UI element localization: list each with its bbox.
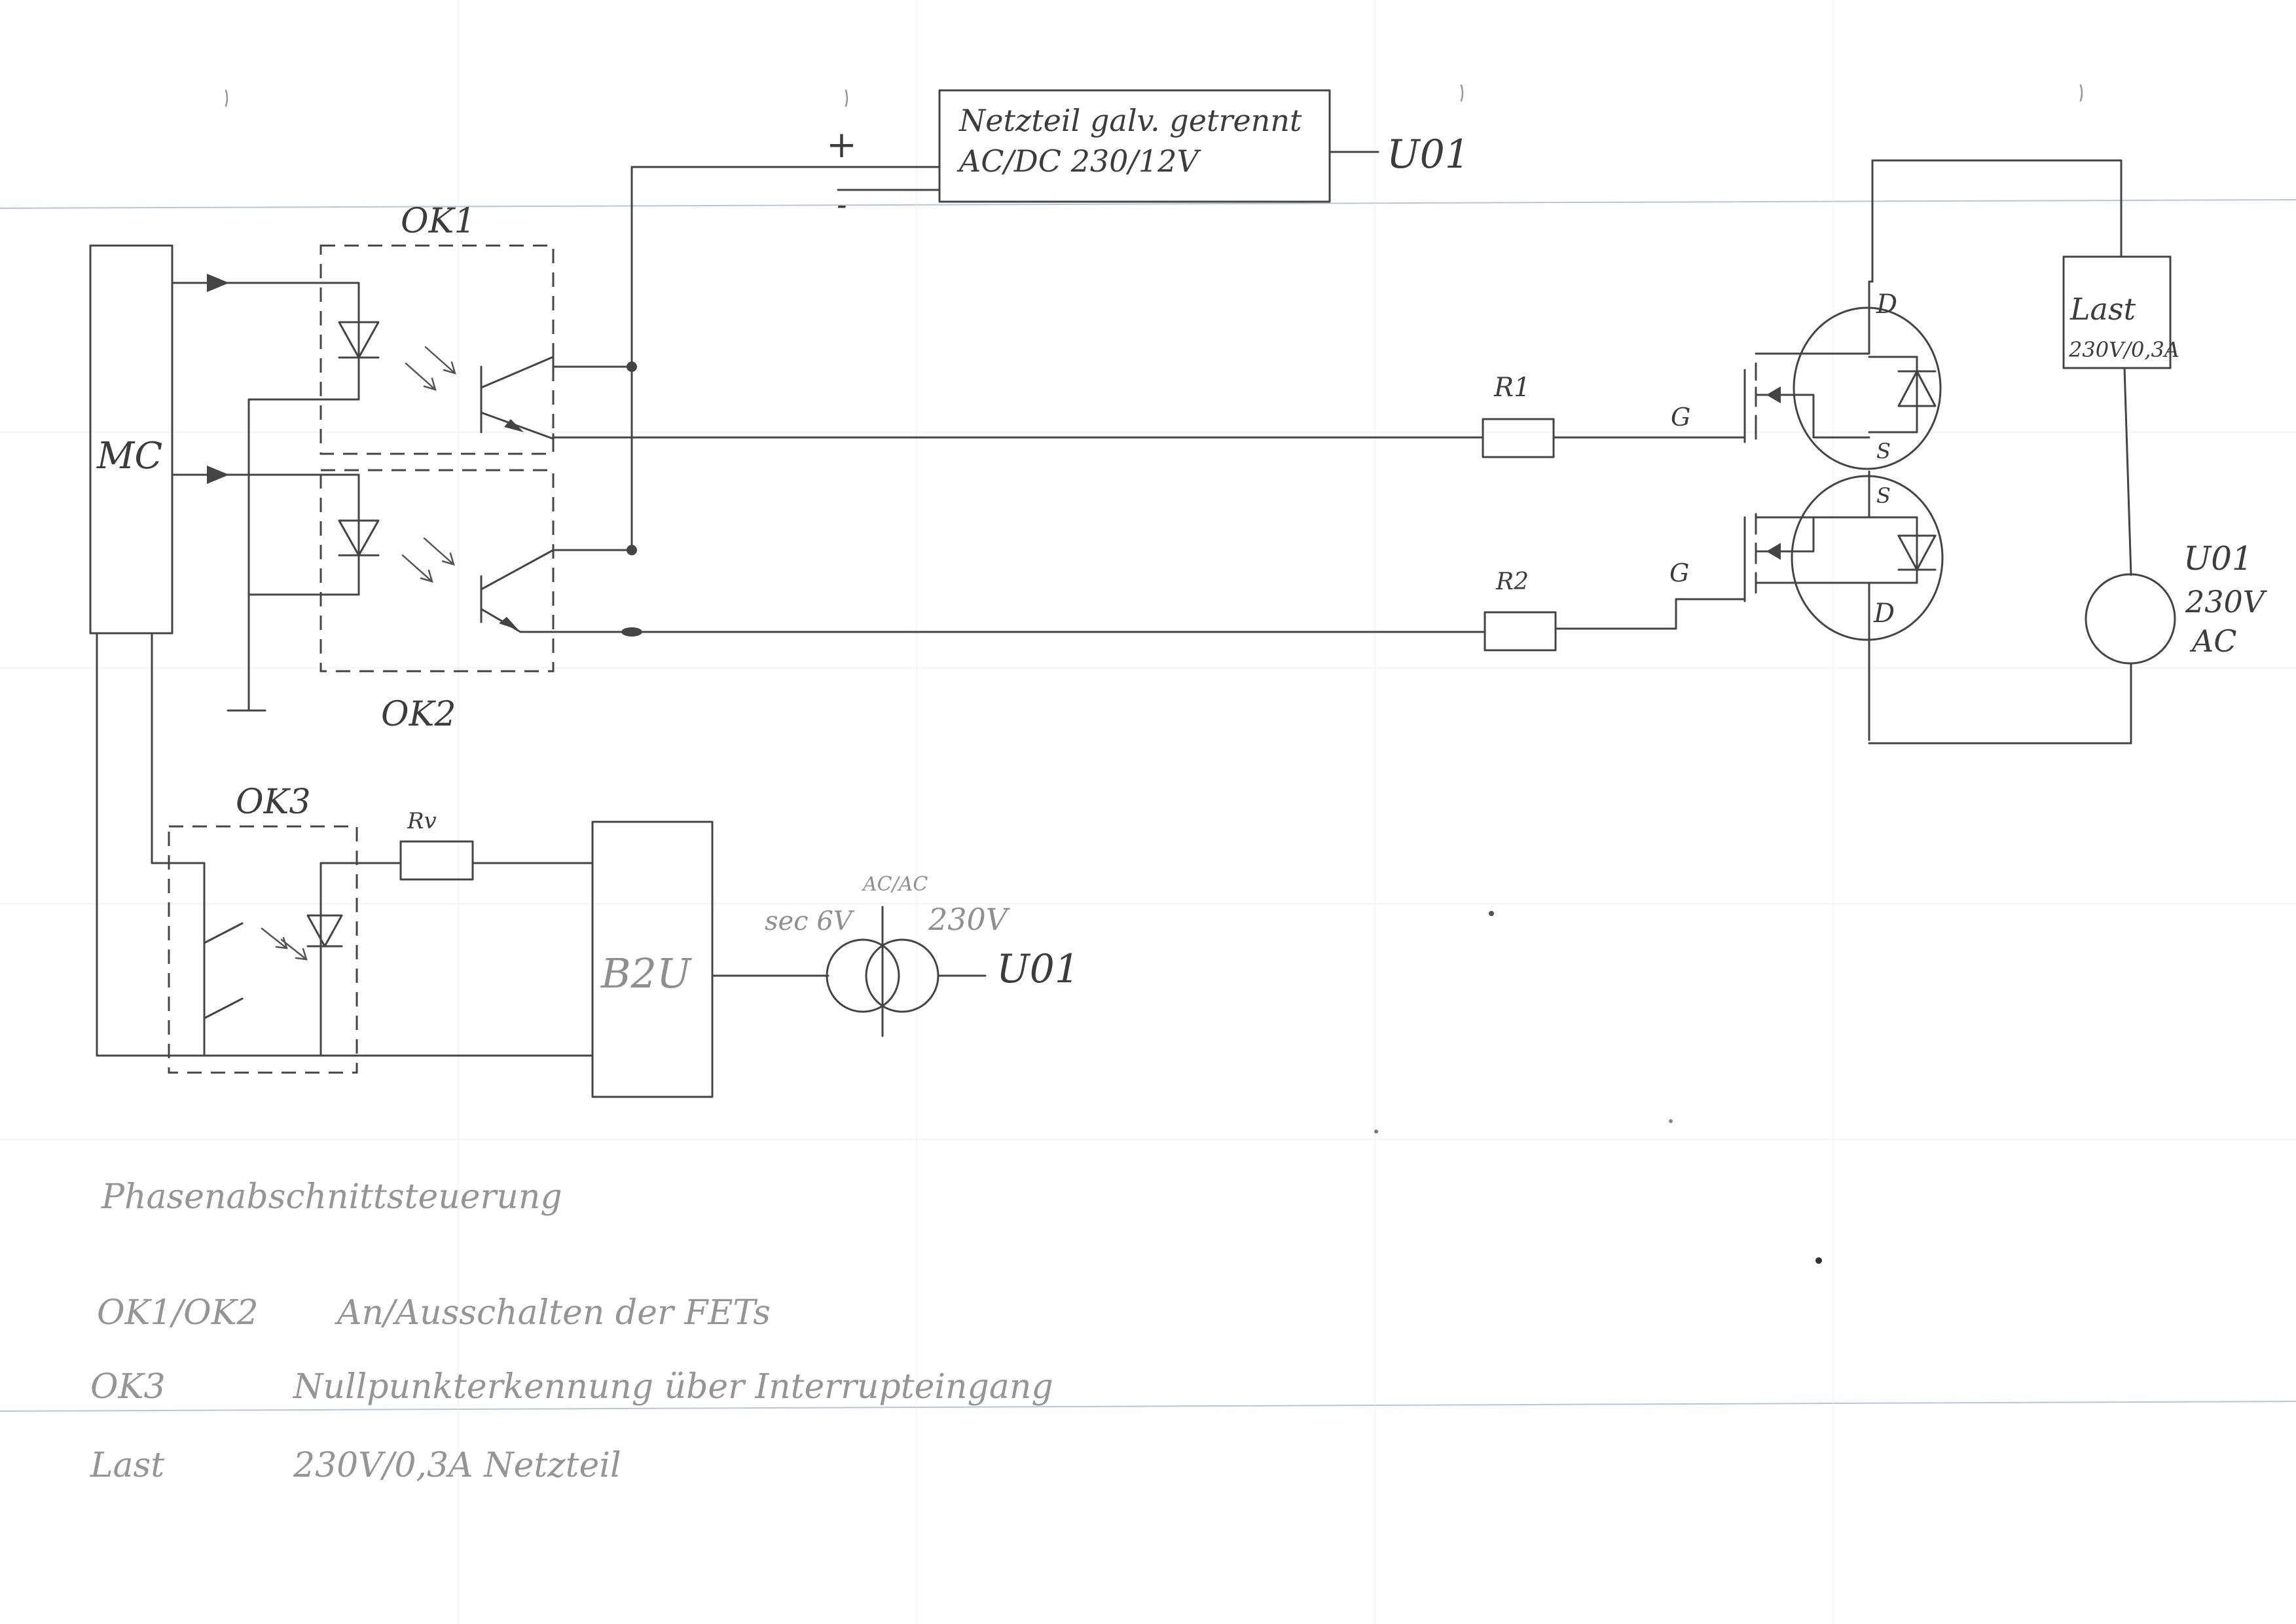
optocoupler-ok2: OK2 — [247, 469, 633, 734]
drain-label-top: D — [1876, 289, 1897, 320]
drain-label-bottom: D — [1873, 599, 1895, 629]
psu-output-label: U01 — [1387, 132, 1470, 177]
notes-row-2-text: Nullpunkterkennung über Interrupteingang — [292, 1367, 1053, 1407]
source-type: AC — [2189, 623, 2236, 659]
microcontroller-label: MC — [96, 435, 162, 477]
optocoupler-ok3: OK3 — [96, 632, 594, 1074]
psu-label-line2: AC/DC 230/12V — [957, 143, 1201, 179]
psu-minus-label: - — [837, 187, 847, 222]
psu-plus-label: + — [826, 124, 857, 166]
notes-row-1-key: OK1/OK2 — [97, 1293, 259, 1333]
source-name: U01 — [2183, 540, 2253, 578]
source-label-top: S — [1876, 439, 1891, 464]
trafo-output-label: U01 — [996, 946, 1080, 992]
optocoupler-ok1: OK1 — [227, 202, 633, 712]
notes: Phasenabschnittsteuerung OK1/OK2 An/Auss… — [90, 1177, 1053, 1485]
supply-rail — [552, 166, 1486, 637]
ok1-label: OK1 — [401, 202, 476, 241]
notes-row-3-key: Last — [90, 1446, 164, 1485]
trafo-secondary: sec 6V — [765, 906, 855, 936]
trafo-primary: 230V — [928, 902, 1011, 937]
source-voltage: 230V — [2185, 584, 2268, 619]
psu-label-line1: Netzteil galv. getrennt — [958, 103, 1302, 138]
microcontroller: MC — [89, 244, 322, 635]
b2u-label: B2U — [600, 950, 692, 997]
mosfet-bottom: S D — [1743, 470, 1944, 741]
notes-row-3-text: 230V/0,3A Netzteil — [293, 1446, 621, 1485]
source-label-bottom: S — [1876, 483, 1891, 508]
gate-label-bottom: G — [1669, 559, 1689, 587]
r1-label: R1 — [1493, 373, 1531, 403]
gate-resistor-r2: R2 G — [1484, 559, 1746, 652]
r2-label: R2 — [1495, 568, 1529, 595]
ok3-label: OK3 — [236, 783, 311, 822]
trafo-type: AC/AC — [861, 873, 928, 896]
output-arrow-2 — [207, 466, 229, 484]
transformer: sec 6V AC/AC 230V U01 — [765, 873, 1080, 1037]
load-title: Last — [2069, 291, 2136, 327]
output-arrow-1 — [207, 274, 229, 292]
ok2-label: OK2 — [381, 695, 456, 734]
mosfet-top: D S — [1743, 280, 1942, 470]
load-rating: 230V/0,3A — [2068, 337, 2179, 362]
gate-label-top: G — [1671, 403, 1690, 432]
power-supply: Netzteil galv. getrennt AC/DC 230/12V U0… — [794, 89, 1470, 222]
gate-resistor-r1: R1 G — [1482, 373, 1746, 458]
series-resistor-rv: Rv — [399, 808, 594, 881]
stray-dots — [1374, 911, 1822, 1264]
load-circuit: Last 230V/0,3A U01 230V AC — [1868, 159, 2268, 745]
notes-row-1-text: An/Ausschalten der FETs — [335, 1293, 771, 1333]
notes-title: Phasenabschnittsteuerung — [101, 1177, 562, 1217]
bridge-rectifier: B2U — [591, 821, 829, 1098]
notes-row-2-key: OK3 — [90, 1367, 166, 1407]
rv-label: Rv — [407, 808, 437, 834]
